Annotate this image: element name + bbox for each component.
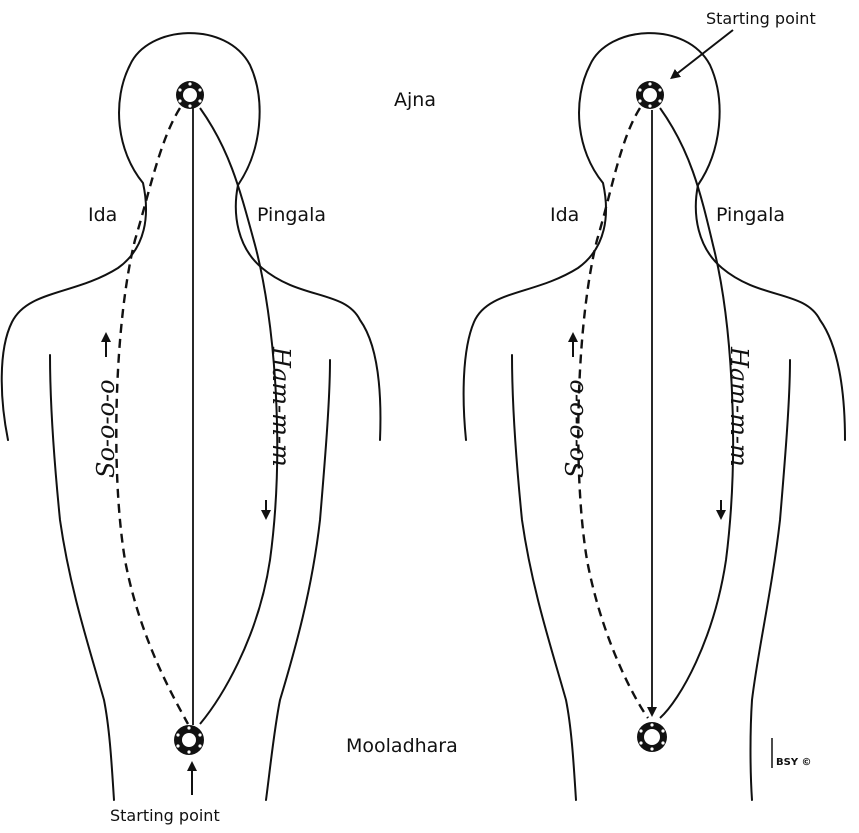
right-torso-right: [751, 360, 791, 800]
right-so-mantra: So-o-o-o: [561, 379, 589, 478]
left-pingala-label: Pingala: [257, 204, 326, 226]
ajna-label: Ajna: [394, 89, 436, 111]
right-mooladhara-chakra-icon: [637, 722, 667, 752]
top-starting-point-label: Starting point: [706, 9, 816, 28]
right-figure: Ida Pingala So-o-o-o Ham-m-m Starting po…: [464, 9, 845, 800]
left-ham-mantra: Ham-m-m: [267, 346, 295, 467]
credit-mark: BSY ©: [776, 757, 812, 768]
left-so-mantra: So-o-o-o: [92, 379, 120, 478]
left-ida-label: Ida: [88, 204, 117, 226]
right-ida-label: Ida: [550, 204, 579, 226]
mooladhara-label: Mooladhara: [346, 735, 458, 757]
right-ajna-chakra-icon: [636, 81, 664, 109]
left-ajna-chakra-icon: [176, 81, 204, 109]
left-figure: Ida Pingala So-o-o-o Ham-m-m Starting po…: [2, 33, 381, 825]
right-starting-arrow-icon: [674, 30, 733, 76]
left-ida-path: [116, 108, 188, 724]
right-ham-mantra: Ham-m-m: [725, 346, 753, 467]
bottom-starting-point-label: Starting point: [110, 806, 220, 825]
left-pingala-path: [200, 108, 277, 724]
right-pingala-label: Pingala: [716, 204, 785, 226]
left-mooladhara-chakra-icon: [174, 725, 204, 755]
